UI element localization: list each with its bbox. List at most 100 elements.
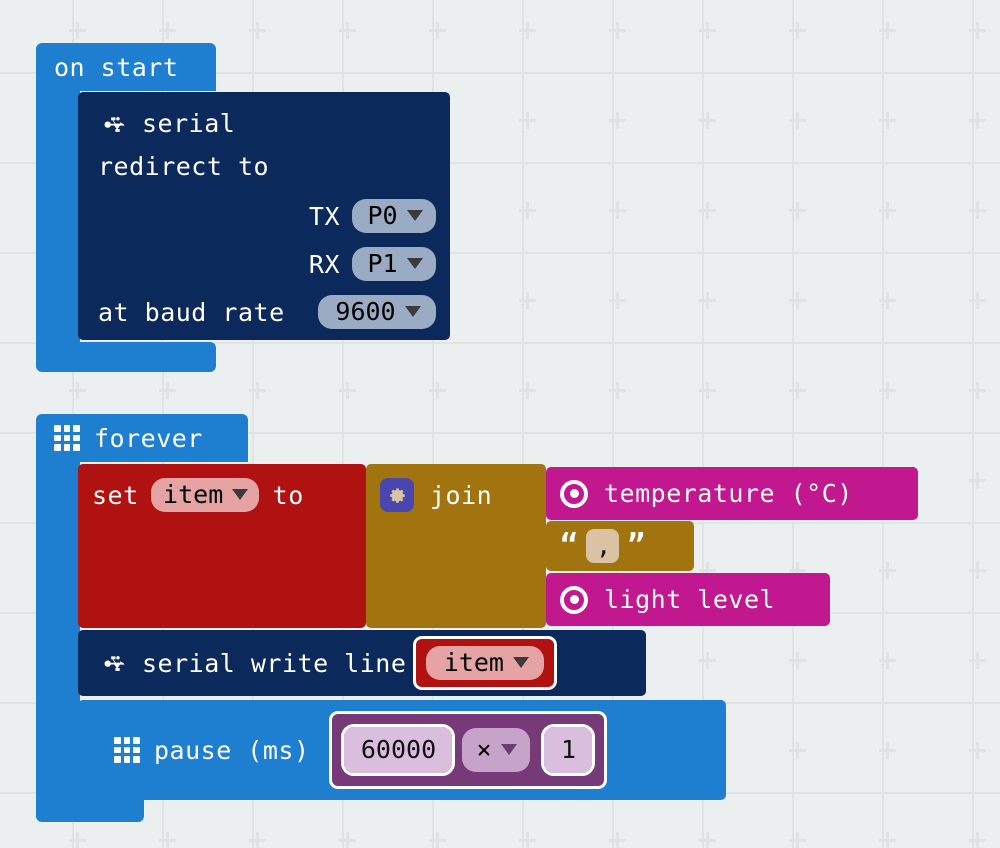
grid-cross-mark — [159, 832, 176, 848]
chevron-down-icon — [232, 489, 249, 500]
grid-cross-mark — [429, 22, 446, 39]
grid-cross-mark — [969, 22, 986, 39]
grid-cross-mark — [969, 382, 986, 399]
temperature-label: temperature (°C) — [604, 479, 853, 508]
pause-label: pause (ms) — [154, 735, 310, 765]
grid-cross-mark — [249, 382, 266, 399]
grid-cross-mark — [429, 832, 446, 848]
multiply-operator-value: × — [476, 735, 492, 764]
on-start-label: on start — [54, 52, 179, 82]
grid-cross-mark — [159, 22, 176, 39]
grid-cross-mark — [699, 292, 716, 309]
set-variable-name: item — [163, 480, 224, 509]
baud-rate-label: at baud rate — [98, 297, 285, 327]
grid-cross-mark — [519, 292, 536, 309]
redirect-to-label: redirect to — [98, 152, 270, 181]
grid-cross-mark — [699, 382, 716, 399]
join-label: join — [430, 480, 493, 510]
grid-cross-mark — [429, 382, 446, 399]
gear-icon[interactable] — [380, 478, 414, 512]
grid-cross-mark — [969, 202, 986, 219]
grid-cross-mark — [69, 832, 86, 848]
grid-cross-mark — [879, 292, 896, 309]
item-variable-value: item — [443, 648, 504, 677]
grid-cross-mark — [969, 472, 986, 489]
string-literal-block[interactable]: “ , ” — [546, 521, 694, 571]
grid-cross-mark — [519, 202, 536, 219]
multiply-right-input[interactable]: 1 — [540, 724, 595, 776]
serial-redirect-line-2: redirect to — [98, 152, 436, 181]
grid-cross-mark — [879, 112, 896, 129]
sensor-dot-icon — [560, 585, 588, 614]
grid-cross-mark — [249, 22, 266, 39]
multiply-right-value: 1 — [560, 735, 577, 764]
serial-write-line-block[interactable]: serial write line item — [78, 630, 646, 696]
grid-cross-mark — [609, 382, 626, 399]
string-literal-value: , — [596, 531, 612, 560]
join-block[interactable]: join — [366, 464, 546, 628]
temperature-reporter[interactable]: temperature (°C) — [546, 467, 918, 520]
serial-redirect-line-1: serial — [98, 109, 436, 138]
open-quote-glyph: “ — [560, 528, 579, 563]
set-variable-dropdown[interactable]: item — [150, 478, 259, 512]
grid-cross-mark — [879, 742, 896, 759]
grid-cross-mark — [969, 562, 986, 579]
grid-cross-mark — [699, 202, 716, 219]
forever-label: forever — [94, 423, 203, 453]
grid-cross-mark — [879, 202, 896, 219]
light-level-reporter[interactable]: light level — [546, 573, 830, 626]
to-keyword-label: to — [272, 480, 304, 510]
grid-cross-mark — [339, 22, 356, 39]
set-variable-block[interactable]: set item to — [78, 464, 366, 628]
grid-cross-mark — [339, 832, 356, 848]
multiply-left-input[interactable]: 60000 — [340, 724, 455, 776]
grid-cross-mark — [609, 292, 626, 309]
pause-block[interactable]: pause (ms) 60000 × 1 — [78, 700, 726, 800]
serial-write-line-label: serial write line — [142, 648, 407, 678]
grid-cross-mark — [609, 202, 626, 219]
on-start-foot — [36, 342, 216, 372]
on-start-hat[interactable]: on start — [36, 43, 216, 91]
chevron-down-icon — [406, 258, 423, 269]
tx-label: TX — [308, 201, 340, 231]
usb-icon — [98, 111, 128, 137]
grid-cross-mark — [69, 22, 86, 39]
multiply-block[interactable]: 60000 × 1 — [328, 711, 607, 789]
baud-rate-value: 9600 — [335, 297, 396, 326]
multiply-operator-dropdown[interactable]: × — [461, 728, 530, 772]
string-literal-input[interactable]: , — [586, 529, 620, 563]
grid-cross-mark — [969, 742, 986, 759]
grid-cross-mark — [609, 832, 626, 848]
item-variable-reporter[interactable]: item — [413, 636, 558, 690]
baud-row: at baud rate 9600 — [98, 295, 436, 329]
rx-label: RX — [308, 249, 340, 279]
grid-cross-mark — [519, 382, 536, 399]
grid-cross-mark — [789, 832, 806, 848]
serial-redirect-block[interactable]: serial redirect to TX P0 RX P1 — [78, 92, 450, 340]
grid-cross-mark — [339, 382, 356, 399]
grid-cross-mark — [789, 112, 806, 129]
grid-cross-mark — [969, 832, 986, 848]
baud-rate-dropdown[interactable]: 9600 — [318, 295, 436, 329]
grid-cross-mark — [879, 562, 896, 579]
chevron-down-icon — [500, 744, 517, 755]
grid-cross-mark — [969, 112, 986, 129]
grid-cross-mark — [519, 112, 536, 129]
grid-cross-mark — [519, 832, 536, 848]
serial-word-label: serial — [142, 109, 236, 138]
rx-pin-value: P1 — [367, 249, 398, 278]
grid-cross-mark — [969, 292, 986, 309]
rx-pin-dropdown[interactable]: P1 — [352, 247, 436, 281]
grid-cross-mark — [879, 832, 896, 848]
led-grid-icon — [114, 737, 140, 763]
chevron-down-icon — [404, 306, 421, 317]
grid-cross-mark — [969, 652, 986, 669]
grid-cross-mark — [609, 112, 626, 129]
tx-row: TX P0 — [98, 199, 436, 233]
item-variable-dropdown[interactable]: item — [426, 646, 545, 680]
grid-cross-mark — [789, 292, 806, 309]
tx-pin-dropdown[interactable]: P0 — [352, 199, 436, 233]
grid-cross-mark — [789, 652, 806, 669]
forever-hat[interactable]: forever — [36, 414, 248, 462]
